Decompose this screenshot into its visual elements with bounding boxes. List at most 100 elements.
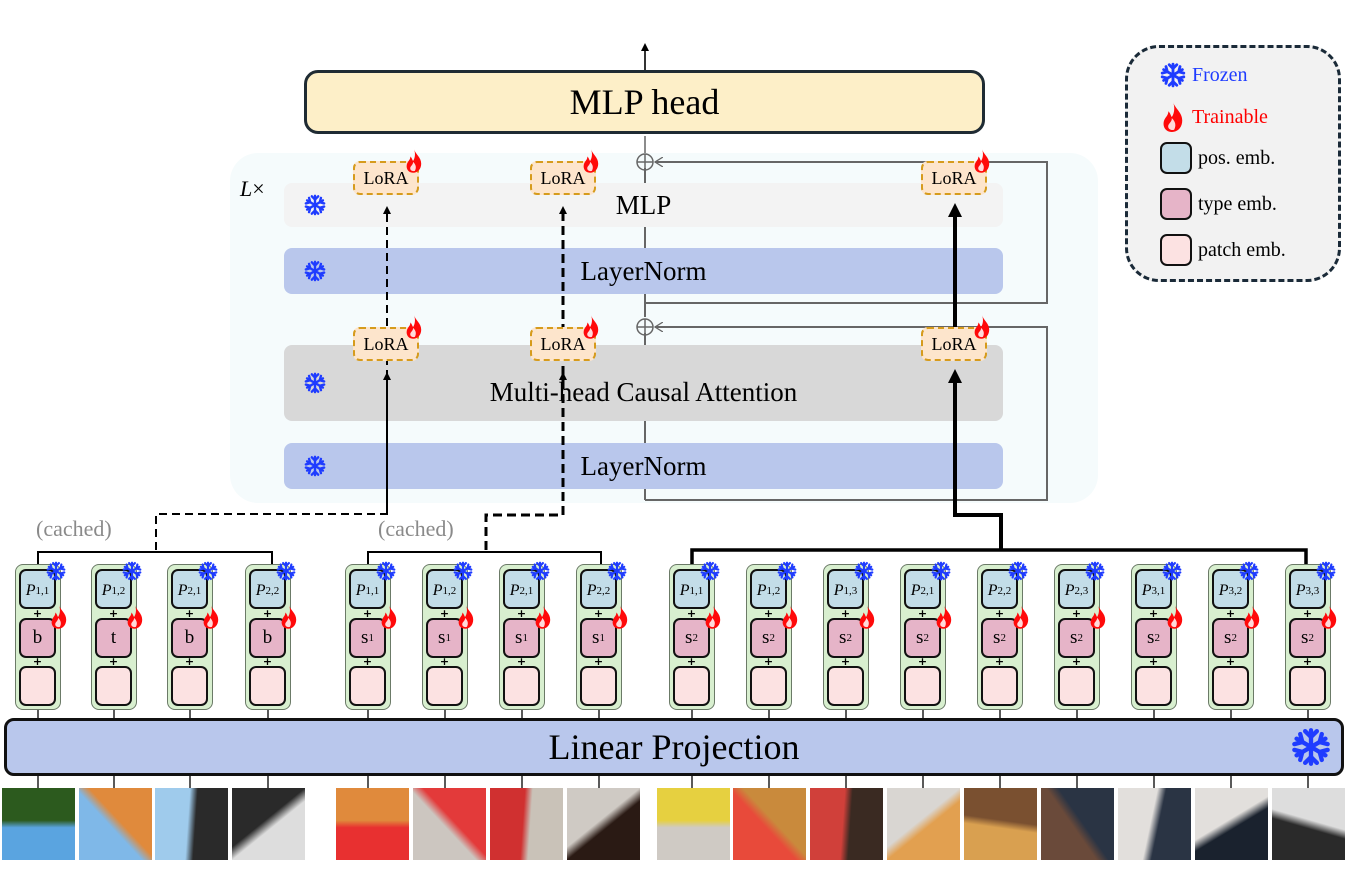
type-index: 2 [769,632,775,644]
type-symbol: s [685,627,693,648]
type-symbol: s [1070,627,1078,648]
lora-adapter-mlp-3: LoRA [921,161,987,195]
plus-sign: + [917,655,928,668]
patch-embedding [503,666,540,706]
flame-icon [50,605,68,629]
video-frame-patch [413,788,486,860]
type-symbol: s [1301,627,1309,648]
flame-icon [935,605,953,629]
type-symbol: s [1224,627,1232,648]
patch-embedding [171,666,208,706]
snowflake-icon [530,561,550,581]
lora-adapter-attn-2: LoRA [530,327,596,361]
flame-icon [611,605,629,629]
layernorm-top: LayerNorm [284,248,1003,294]
pos-index: 2,1 [920,584,935,597]
flame-icon [126,605,144,629]
bracket-group-2 [367,551,602,566]
type-index: 2 [1000,632,1006,644]
plus-sign: + [184,607,195,620]
video-frame-patch [155,788,228,860]
pos-index: 1,3 [843,584,858,597]
snowflake-icon [276,561,296,581]
video-frame-patch [490,788,563,860]
snowflake-icon [777,561,797,581]
lora-adapter-attn-1: LoRA [353,327,419,361]
lora-label: LoRA [931,333,977,354]
plus-sign: + [262,607,273,620]
type-index: 2 [1308,632,1314,644]
legend-trainable: Trainable [1160,102,1268,132]
lora-label: LoRA [363,167,409,188]
active-path [948,369,1003,550]
video-frame-patch [1041,788,1114,860]
mlp-head: MLP head [304,70,985,134]
type-symbol: s [361,627,369,648]
snowflake-icon [122,561,142,581]
patch-embedding [1058,666,1095,706]
pos-index: 2,3 [1074,584,1089,597]
video-frame-patch [887,788,960,860]
type-embedding: b [19,618,56,658]
flame-icon [973,149,991,173]
plus-sign: + [1302,655,1313,668]
flame-icon [1012,605,1030,629]
pos-symbol: P [679,581,690,599]
patch-embedding [750,666,787,706]
plus-sign: + [439,607,450,620]
bracket-group-3 [690,548,1308,566]
video-frame-patch [657,788,730,860]
plus-sign: + [184,655,195,668]
plus-sign: + [763,607,774,620]
repeat-symbol: × [252,176,265,201]
video-frame-patch [1118,788,1191,860]
pos-symbol: P [987,581,998,599]
flame-icon [1320,605,1338,629]
plus-sign: + [763,655,774,668]
snowflake-icon [607,561,627,581]
flame-icon [781,605,799,629]
layernorm-bottom: LayerNorm [284,443,1003,489]
flame-icon [973,315,991,339]
type-symbol: s [839,627,847,648]
type-index: 2 [1231,632,1237,644]
video-frame-patch [232,788,305,860]
patch-embedding [1289,666,1326,706]
plus-sign: + [32,607,43,620]
layernorm-top-label: LayerNorm [580,255,707,286]
legend-pos-emb: pos. emb. [1160,142,1275,174]
plus-sign: + [1225,655,1236,668]
add-node-bottom [636,318,654,336]
pos-symbol: P [756,581,767,599]
video-frame-patch [567,788,640,860]
linear-projection: Linear Projection [4,718,1344,776]
type-index: 1 [522,632,528,644]
pos-emb-swatch [1160,142,1192,174]
type-index: 2 [1154,632,1160,644]
pos-symbol: P [833,581,844,599]
flame-icon [1089,605,1107,629]
legend: Frozen Trainable pos. emb. type emb. pat… [1125,45,1341,282]
video-frame-patch [733,788,806,860]
type-symbol: s [916,627,924,648]
pos-index: 1,1 [689,584,704,597]
legend-patch-emb: patch emb. [1160,234,1286,266]
pos-symbol: P [255,581,266,599]
plus-sign: + [917,607,928,620]
plus-sign: + [593,607,604,620]
cached-label-2: (cached) [378,516,454,541]
